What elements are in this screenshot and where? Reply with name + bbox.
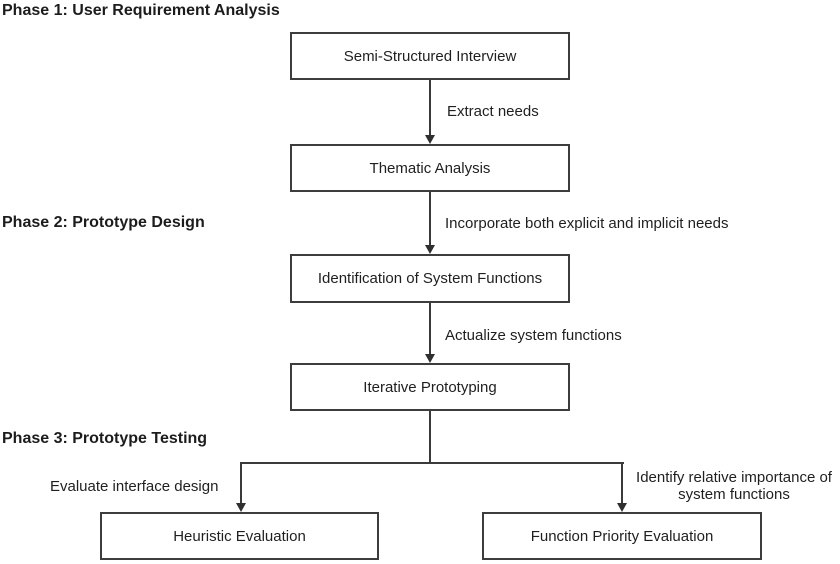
arrow-line-to-function-priority bbox=[621, 463, 623, 504]
edge-label-extract-needs: Extract needs bbox=[447, 103, 539, 120]
arrowhead-icon bbox=[617, 503, 627, 512]
arrow-line-to-heuristic bbox=[240, 463, 242, 504]
node-heuristic-evaluation: Heuristic Evaluation bbox=[100, 512, 379, 560]
branch-stem-line bbox=[429, 411, 431, 464]
node-semi-structured-interview: Semi-Structured Interview bbox=[290, 32, 570, 80]
arrow-line-thematic-to-identification bbox=[429, 192, 431, 246]
edge-label-incorporate-needs: Incorporate both explicit and implicit n… bbox=[445, 215, 729, 232]
edge-label-identify-importance: Identify relative importance of system f… bbox=[636, 469, 832, 503]
node-function-priority-evaluation: Function Priority Evaluation bbox=[482, 512, 762, 560]
phase-3-label: Phase 3: Prototype Testing bbox=[2, 430, 208, 447]
node-iterative-prototyping: Iterative Prototyping bbox=[290, 363, 570, 411]
arrowhead-icon bbox=[425, 245, 435, 254]
arrow-line-interview-to-thematic bbox=[429, 80, 431, 136]
arrowhead-icon bbox=[425, 135, 435, 144]
node-thematic-analysis: Thematic Analysis bbox=[290, 144, 570, 192]
node-identification-of-system-functions: Identification of System Functions bbox=[290, 254, 570, 303]
phase-1-label: Phase 1: User Requirement Analysis bbox=[2, 2, 280, 19]
arrowhead-icon bbox=[425, 354, 435, 363]
edge-label-actualize-functions: Actualize system functions bbox=[445, 327, 622, 344]
phase-2-label: Phase 2: Prototype Design bbox=[2, 214, 205, 231]
arrowhead-icon bbox=[236, 503, 246, 512]
branch-split-line bbox=[240, 462, 624, 464]
arrow-line-identification-to-prototyping bbox=[429, 303, 431, 355]
edge-label-evaluate-interface: Evaluate interface design bbox=[50, 478, 219, 495]
